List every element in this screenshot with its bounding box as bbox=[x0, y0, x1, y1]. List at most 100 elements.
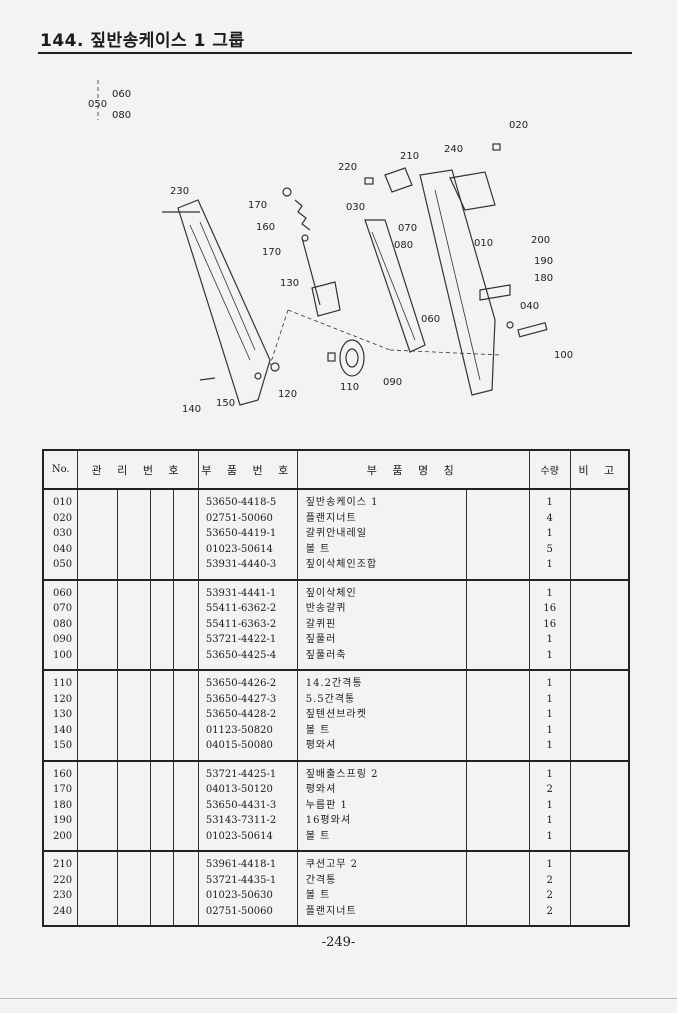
diagram-label: 080 bbox=[394, 240, 413, 251]
diagram-label: 140 bbox=[182, 404, 201, 415]
table-cell-name: 볼 트 bbox=[305, 890, 331, 901]
table-cell-no: 120 bbox=[53, 693, 73, 705]
diagram-label: 020 bbox=[509, 120, 528, 131]
table-cell-qty: 1 bbox=[546, 830, 553, 842]
col-header-quantity: 수량 bbox=[529, 450, 571, 490]
table-cell-qty: 1 bbox=[546, 693, 553, 705]
table-cell-qty: 1 bbox=[546, 768, 553, 780]
diagram-label: 220 bbox=[338, 162, 357, 173]
table-cell-name: 플랜지너트 bbox=[305, 905, 357, 917]
cell-empty bbox=[117, 851, 152, 926]
table-cell-name: 갈퀴안내레일 bbox=[305, 528, 367, 539]
table-cell-name: 평와셔 bbox=[305, 740, 337, 751]
table-cell-code: 53961-4418-1 bbox=[205, 859, 277, 870]
table-cell-name: 간격통 bbox=[305, 874, 337, 886]
cell-empty bbox=[77, 851, 119, 926]
table-cell-code: 04015-50080 bbox=[205, 740, 273, 751]
diagram-label: 100 bbox=[554, 350, 573, 361]
table-cell-qty: 16 bbox=[543, 603, 557, 614]
diagram-label: 150 bbox=[216, 398, 235, 409]
table-cell-code: 53650-4419-1 bbox=[205, 528, 277, 539]
table-cell-qty: 2 bbox=[546, 784, 553, 795]
diagram-label: 200 bbox=[531, 235, 550, 246]
table-cell-qty: 1 bbox=[546, 649, 553, 661]
table-cell-code: 53650-4428-2 bbox=[205, 709, 277, 720]
top-bracket bbox=[384, 167, 413, 193]
cell-empty bbox=[150, 489, 174, 581]
cell-empty bbox=[570, 489, 630, 581]
table-cell-no: 170 bbox=[53, 784, 73, 795]
table-cell-code: 53650-4418-5 bbox=[205, 497, 277, 508]
table-cell-code: 04013-50120 bbox=[205, 784, 273, 795]
cell-empty bbox=[173, 760, 199, 852]
diagram-label: 110 bbox=[340, 382, 359, 393]
table-cell-qty: 1 bbox=[546, 724, 553, 736]
cell-empty bbox=[466, 670, 530, 762]
table-cell-code: 53721-4425-1 bbox=[205, 768, 277, 780]
exploded-parts-diagram: 050 060 080 230 170 160 170 130 220 210 … bbox=[88, 80, 573, 415]
table-cell-name: 쿠션고무 2 bbox=[305, 859, 359, 870]
table-cell-name: 볼 트 bbox=[305, 724, 331, 736]
table-cell-code: 53143-7311-2 bbox=[205, 815, 277, 826]
table-cell-no: 110 bbox=[53, 678, 73, 689]
table-cell-no: 070 bbox=[53, 603, 73, 614]
table-cell-qty: 1 bbox=[546, 740, 553, 751]
diagram-label: 240 bbox=[444, 144, 463, 155]
table-cell-qty: 4 bbox=[546, 512, 553, 524]
table-cell-qty: 1 bbox=[546, 799, 553, 811]
table-cell-no: 080 bbox=[53, 618, 73, 630]
table-cell-name: 볼 트 bbox=[305, 543, 331, 555]
cell-empty bbox=[117, 489, 152, 581]
table-cell-qty: 1 bbox=[546, 634, 553, 645]
cell-empty bbox=[173, 489, 199, 581]
left-side-plate bbox=[177, 199, 271, 406]
table-cell-qty: 2 bbox=[546, 874, 553, 886]
cell-code: 53721-4425-1 04013-50120 53650-4431-3 53143… bbox=[198, 760, 298, 852]
table-cell-qty: 5 bbox=[546, 543, 553, 555]
table-cell-no: 040 bbox=[53, 543, 73, 555]
diagram-label: 010 bbox=[474, 238, 493, 249]
table-cell-name: 누름판 1 bbox=[305, 799, 348, 811]
cell-empty bbox=[570, 579, 630, 671]
table-cell-no: 160 bbox=[53, 768, 73, 780]
cell-empty bbox=[117, 670, 152, 762]
col-header-management-number: 관 리 번 호 bbox=[77, 450, 199, 490]
diagram-label: 050 bbox=[88, 99, 107, 110]
shaft-100 bbox=[517, 322, 548, 338]
table-cell-no: 240 bbox=[53, 905, 73, 917]
table-cell-no: 140 bbox=[53, 724, 73, 736]
cell-empty bbox=[570, 670, 630, 762]
table-cell-code: 53650-4427-3 bbox=[205, 693, 277, 705]
cell-empty bbox=[173, 579, 199, 671]
cell-empty bbox=[570, 851, 630, 926]
table-cell-code: 53650-4431-3 bbox=[205, 799, 277, 811]
table-cell-code: 53721-4435-1 bbox=[205, 874, 277, 886]
table-cell-name: 볼 트 bbox=[305, 830, 331, 842]
table-cell-name: 짚반송케이스 1 bbox=[305, 497, 379, 508]
col-header-remarks: 비 고 bbox=[570, 450, 630, 490]
col-header-part-number: 부 품 번 호 bbox=[198, 450, 298, 490]
guide-rail bbox=[364, 219, 426, 353]
table-cell-code: 53721-4422-1 bbox=[205, 634, 277, 645]
diagram-label: 230 bbox=[170, 186, 189, 197]
diagram-label: 090 bbox=[383, 377, 402, 388]
diagram-label: 120 bbox=[278, 389, 297, 400]
diagram-label: 070 bbox=[398, 223, 417, 234]
table-cell-name: 짚텐션브라켓 bbox=[305, 709, 367, 720]
cell-empty bbox=[117, 579, 152, 671]
cell-empty bbox=[77, 760, 119, 852]
table-cell-no: 230 bbox=[53, 890, 73, 901]
table-cell-no: 200 bbox=[53, 830, 73, 842]
cell-empty bbox=[570, 760, 630, 852]
